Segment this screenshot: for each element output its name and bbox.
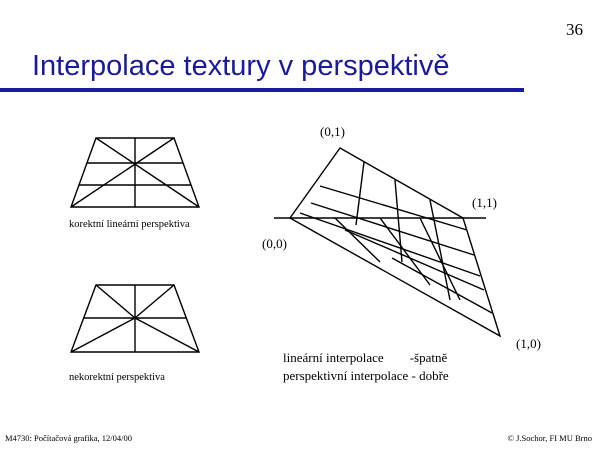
quad-line-v2	[310, 202, 475, 256]
trapezoid-incorrect-diagonal-d	[134, 317, 200, 353]
page-number: 36	[566, 20, 583, 39]
trapezoid-incorrect-diagonal-a	[95, 284, 136, 319]
trapezoid-incorrect	[69, 284, 201, 353]
quad-line-w1	[344, 229, 485, 291]
corner-label-1-0: (1,0)	[516, 336, 541, 351]
quad-line-v1	[319, 185, 468, 231]
title-underline	[0, 88, 524, 92]
footer-right: © J.Sochor, FI MU Brno	[507, 433, 592, 443]
legend-line-1: lineární interpolace -špatně	[283, 350, 448, 365]
quad-line-v3	[299, 212, 481, 277]
trapezoid-incorrect-diagonal-c	[70, 317, 136, 353]
quad-line-w4	[379, 217, 431, 286]
quad-line-u3	[429, 199, 451, 301]
corner-label-0-1: (0,1)	[320, 124, 345, 139]
quad-outline	[288, 147, 502, 338]
quad-line-w5	[419, 217, 461, 301]
quad-line-w2	[391, 257, 493, 314]
corner-label-1-1: (1,1)	[472, 195, 497, 210]
quad-line-w3	[334, 217, 381, 263]
perspective-quad	[274, 147, 502, 338]
trapezoid-correct-diagonal-a	[95, 137, 200, 208]
quad-line-u2	[394, 179, 403, 263]
caption-incorrect: nekorektní perspektiva	[69, 372, 165, 383]
caption-correct: korektní lineární perspektiva	[69, 219, 190, 230]
trapezoid-correct-diagonal-b	[70, 137, 175, 208]
footer-left: M4730: Počítačová grafika, 12/04/00	[5, 433, 133, 443]
trapezoid-correct	[70, 137, 200, 208]
trapezoid-incorrect-diagonal-b	[134, 284, 175, 319]
corner-label-0-0: (0,0)	[262, 236, 287, 251]
quad-line-u1	[355, 161, 365, 226]
slide-title: Interpolace textury v perspektivě	[32, 50, 450, 82]
legend-line-2: perspektivní interpolace - dobře	[283, 368, 449, 383]
